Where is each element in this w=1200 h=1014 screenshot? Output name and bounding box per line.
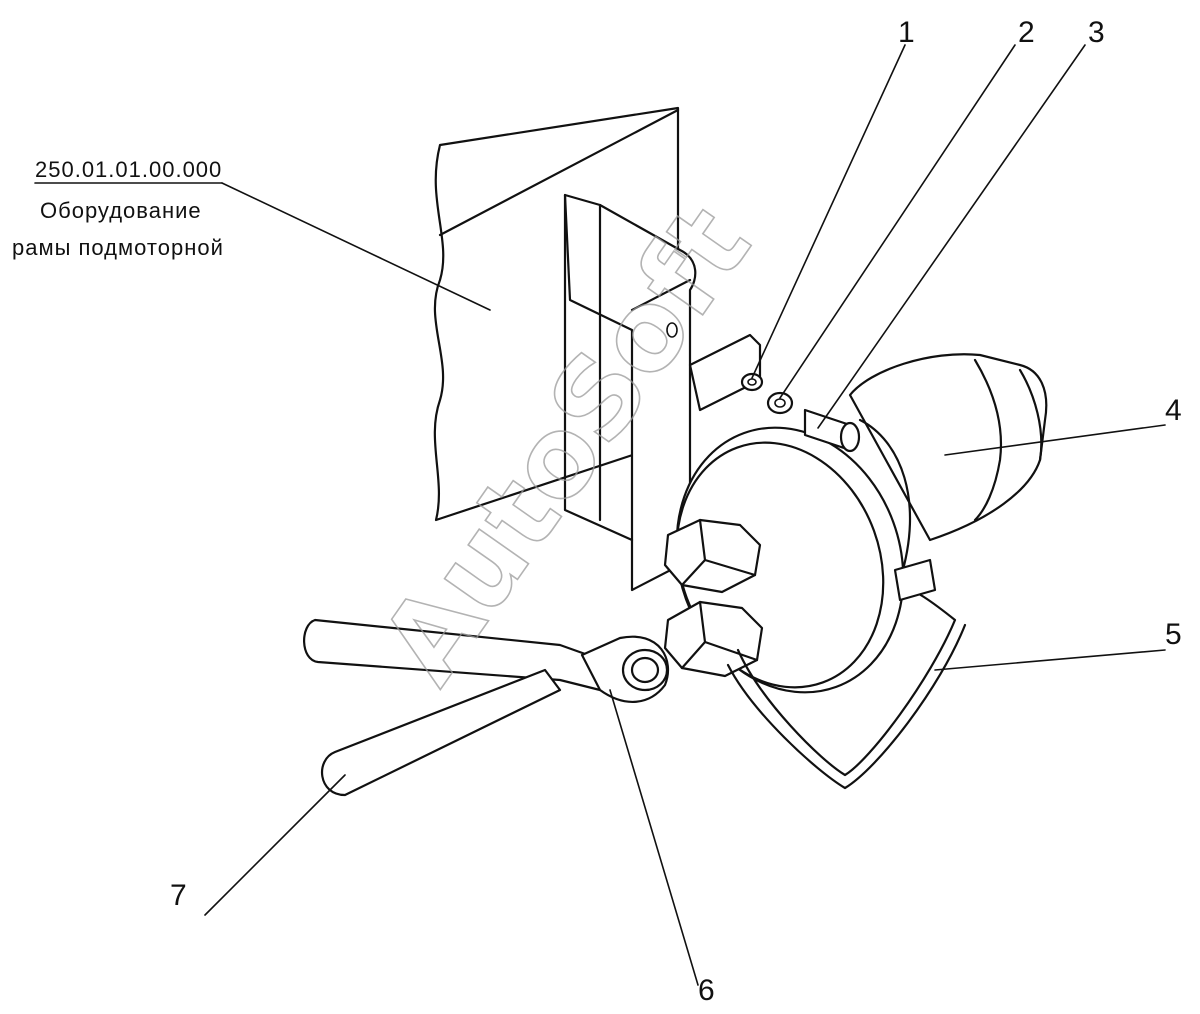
leader-lines	[34, 44, 1166, 986]
fastener-nut	[740, 372, 764, 392]
wire-harness	[726, 558, 967, 790]
terminal-bolt-lower	[663, 600, 764, 678]
mounting-bracket	[563, 193, 762, 592]
fastener-washer	[766, 391, 794, 415]
callout-4: 4	[1165, 394, 1182, 427]
callout-6: 6	[698, 974, 715, 1007]
reference-part-number: 250.01.01.00.000	[35, 157, 222, 182]
cable-lug	[580, 635, 670, 704]
power-cable	[303, 618, 604, 797]
reference-description-line2: рамы подмоторной	[12, 235, 224, 260]
callout-1: 1	[898, 16, 915, 49]
callout-3: 3	[1088, 16, 1105, 49]
callout-2: 2	[1018, 16, 1035, 49]
frame-panel	[433, 106, 680, 522]
callout-7: 7	[170, 879, 187, 912]
reference-description-line1: Оборудование	[40, 198, 202, 223]
terminal-bolt-upper	[663, 518, 762, 594]
fastener-pin	[803, 408, 861, 453]
callout-5: 5	[1165, 618, 1182, 651]
